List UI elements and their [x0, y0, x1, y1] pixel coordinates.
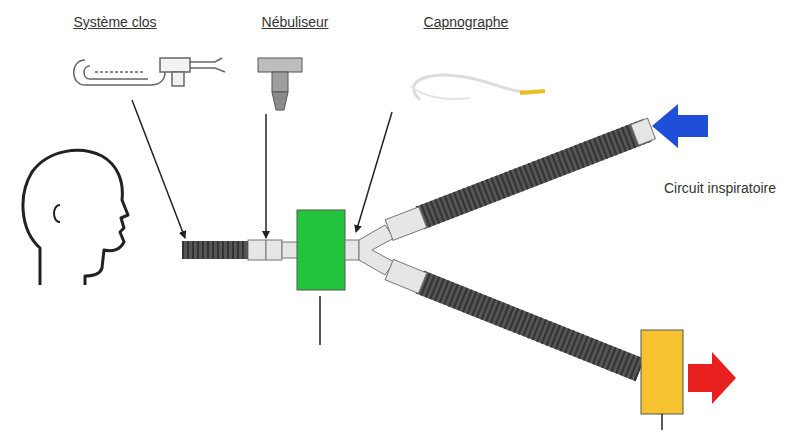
- leader-line: [356, 112, 392, 232]
- part-label: Système clos: [71, 14, 158, 31]
- circuit-label: Circuit inspiratoire: [662, 180, 778, 197]
- connector: [266, 240, 282, 260]
- patient-ear: [54, 205, 60, 222]
- tube-corrugation: [420, 130, 648, 218]
- expiratory-tube: [420, 282, 640, 370]
- connector: [385, 259, 427, 293]
- expiratory-filter-box: [641, 330, 683, 414]
- leader-line: [661, 414, 663, 430]
- tube-corrugation: [420, 282, 640, 370]
- patient-head: [23, 150, 128, 285]
- tube-corrugation: [182, 241, 250, 259]
- y-piece: [359, 225, 394, 275]
- connector: [282, 242, 298, 258]
- filter-box: [297, 210, 345, 290]
- inspiratory-arrow: [652, 104, 708, 148]
- part-label: Nébuliseur: [260, 14, 331, 31]
- expiratory-arrow: [688, 352, 736, 404]
- leader-line: [132, 100, 185, 238]
- inspiratory-tube: [420, 130, 648, 218]
- part-label: Capnographe: [422, 14, 511, 31]
- capnograph-line-icon: [410, 75, 545, 100]
- leader-line: [265, 114, 267, 238]
- connector: [248, 240, 266, 260]
- connector: [345, 240, 359, 260]
- nebulizer-icon: [258, 58, 302, 110]
- closed-suction-icon: [74, 58, 225, 86]
- leader-line: [319, 296, 321, 345]
- connector: [385, 207, 426, 240]
- patient-tube: [182, 241, 250, 259]
- connector: [631, 118, 656, 145]
